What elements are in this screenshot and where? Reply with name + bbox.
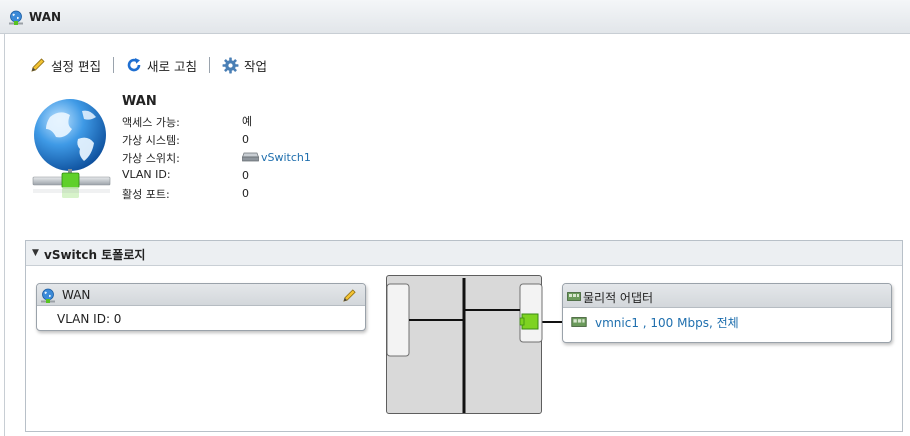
edit-settings-label: 설정 편집 — [51, 58, 101, 74]
refresh-button[interactable]: 새로 고침 — [126, 56, 197, 74]
topology-title: vSwitch 토폴로지 — [44, 248, 146, 262]
pencil-icon[interactable] — [342, 288, 357, 303]
accessible-value: 예 — [242, 115, 253, 128]
network-card-icon — [571, 317, 587, 327]
switch-icon — [242, 152, 259, 162]
physical-adapters-header: 물리적 어댑터 — [563, 284, 891, 308]
accessible-label: 액세스 가능: — [122, 116, 180, 129]
physical-adapter-row[interactable]: vmnic1 , 100 Mbps, 전체 — [571, 314, 739, 330]
network-card-icon — [567, 292, 581, 301]
collapse-caret-icon[interactable]: ▼ — [32, 248, 39, 258]
actions-label: 작업 — [243, 58, 267, 74]
network-globe-icon — [9, 10, 23, 25]
virtual-switch-value[interactable]: vSwitch1 — [242, 150, 311, 164]
network-globe-large-icon — [32, 99, 111, 215]
switch-diagram — [387, 278, 543, 413]
network-globe-icon — [41, 288, 55, 303]
virtual-machines-label: 가상 시스템: — [122, 134, 180, 147]
portgroup-vlan: VLAN ID: 0 — [57, 312, 122, 326]
virtual-machines-value: 0 — [242, 132, 249, 146]
portgroup-header: WAN — [37, 284, 365, 306]
uplink-port-slot — [519, 283, 543, 343]
active-port-icon — [521, 313, 539, 330]
window-titlebar: WAN — [0, 0, 910, 34]
active-ports-label: 활성 포트: — [122, 188, 170, 201]
portgroup-port-slot — [387, 283, 410, 357]
virtual-switch-graphic — [386, 275, 543, 414]
toolbar-divider — [112, 57, 114, 73]
topology-header[interactable]: ▼ vSwitch 토폴로지 — [26, 241, 902, 266]
virtual-switch-label: 가상 스위치: — [122, 152, 180, 165]
gear-icon — [222, 57, 239, 73]
vlan-id-value: 0 — [242, 168, 249, 182]
window-title: WAN — [29, 10, 62, 24]
edit-settings-button[interactable]: 설정 편집 — [30, 56, 101, 74]
toolbar-divider — [208, 57, 210, 73]
portgroup-name: WAN — [62, 288, 91, 302]
refresh-label: 새로 고침 — [146, 58, 197, 74]
actions-button[interactable]: 작업 — [222, 56, 267, 74]
toolbar: 설정 편집 새로 고침 작업 — [30, 56, 267, 74]
portgroup-card[interactable]: WAN VLAN ID: 0 — [36, 283, 366, 331]
physical-adapters-title: 물리적 어댑터 — [583, 291, 654, 305]
refresh-icon — [127, 58, 141, 72]
physical-adapter-link[interactable]: vmnic1 , 100 Mbps, 전체 — [595, 315, 739, 330]
vswitch-link[interactable]: vSwitch1 — [261, 150, 311, 164]
vlan-id-label: VLAN ID: — [122, 168, 171, 181]
physical-adapters-card: 물리적 어댑터 vmnic1 , 100 Mbps, 전체 — [562, 283, 892, 343]
network-name: WAN — [122, 94, 157, 109]
active-ports-value: 0 — [242, 186, 249, 200]
pencil-icon — [31, 58, 45, 72]
